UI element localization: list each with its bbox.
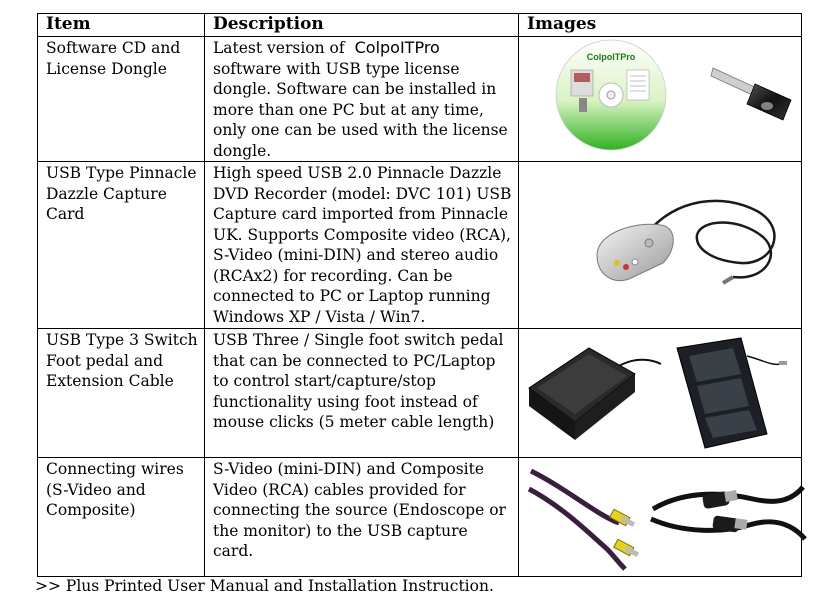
capture-card-cable [646,199,776,285]
image-cell [518,457,807,577]
header-images: Images [518,13,802,37]
product-name: ColpoITPro [354,38,440,57]
description-rest: software with USB type license dongle. S… [213,59,508,160]
header-description: Description [204,13,519,37]
cd-label: ColpoITPro [587,52,636,62]
table-row: USB Type Pinnacle Dazzle Capture Card Hi… [37,161,802,329]
description-prefix: Latest version of [213,39,345,57]
capture-card-device [596,223,674,281]
item-cell: Software CD and License Dongle [37,36,205,162]
image-cell [518,328,802,458]
header-item: Item [37,13,205,37]
description-cell: Latest version of ColpoITPro software wit… [204,36,519,162]
connecting-wires-image [527,468,807,571]
components-table: Item Description Images Software CD and … [37,13,807,577]
capture-card-image [596,199,776,285]
footer-note: >> Plus Printed User Manual and Installa… [35,577,494,595]
foot-pedal-image [528,337,787,449]
single-foot-pedal [528,347,662,440]
table-row: Connecting wires (S-Video and Composite)… [37,457,807,577]
description-cell: S-Video (mini-DIN) and Composite Video (… [204,457,519,577]
item-cell: USB Type 3 Switch Foot pedal and Extensi… [37,328,205,458]
item-cell: USB Type Pinnacle Dazzle Capture Card [37,161,205,329]
three-switch-foot-pedal [676,337,787,449]
software-cd-and-dongle-image: ColpoITPro [555,39,792,151]
s-video-cable [649,485,807,541]
description-cell: High speed USB 2.0 Pinnacle Dazzle DVD R… [204,161,519,329]
item-cell: Connecting wires (S-Video and Composite) [37,457,205,577]
usb-license-dongle [710,67,792,121]
image-cell: ColpoITPro [518,36,802,162]
header-row: Item Description Images [37,13,802,37]
table-row: USB Type 3 Switch Foot pedal and Extensi… [37,328,802,458]
composite-rca-cable [527,468,640,571]
image-cell [518,161,802,329]
description-cell: USB Three / Single foot switch pedal tha… [204,328,519,458]
table-row: Software CD and License Dongle Latest ve… [37,36,802,162]
software-cd: ColpoITPro [555,39,667,151]
